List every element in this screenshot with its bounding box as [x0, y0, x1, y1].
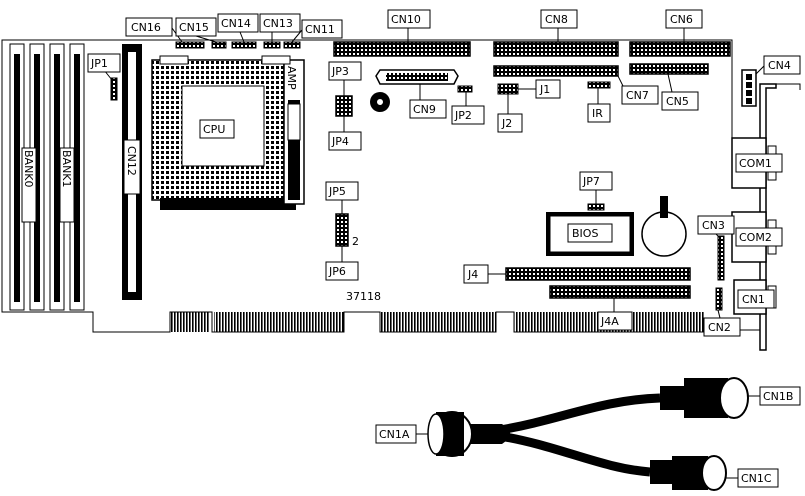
- com1-label: COM1: [739, 157, 772, 170]
- cn3-label: CN3: [702, 219, 725, 232]
- j4a-connector: [549, 285, 691, 299]
- amp-label: AMP: [285, 66, 298, 90]
- memory-bank-1: [49, 43, 85, 311]
- jp2-jumper: [457, 85, 473, 93]
- cn6-label: CN6: [670, 13, 693, 26]
- cn1a-label: CN1A: [379, 428, 410, 441]
- cpu-label: CPU: [203, 123, 225, 136]
- cn2-label: CN2: [708, 321, 731, 334]
- cn1c-label: CN1C: [741, 472, 772, 485]
- cn9-connector: [375, 69, 459, 85]
- jp5-jp6-jumper: [335, 213, 349, 247]
- jp1-jumper: [110, 77, 118, 101]
- j4-label: J4: [467, 268, 478, 281]
- jp3-label: JP3: [331, 65, 349, 78]
- part-number: 37118: [346, 290, 381, 303]
- cn14-label: CN14: [221, 17, 251, 30]
- j4a-label: J4A: [600, 315, 619, 328]
- j2-label: J2: [501, 117, 512, 130]
- cn8-connector: [493, 41, 619, 57]
- cn5-connector: [629, 63, 709, 75]
- cn16-header: [175, 41, 205, 49]
- jp5-pin-number: 2: [352, 235, 359, 248]
- cn13-header: [263, 41, 281, 49]
- cn7-connector: [493, 65, 619, 77]
- jp4-label: JP4: [331, 135, 349, 148]
- cn15-header: [211, 41, 227, 49]
- cn16-label: CN16: [131, 21, 161, 34]
- j1-j2-header: [497, 83, 519, 95]
- ir-header: [587, 81, 611, 89]
- cn11-header: [283, 41, 301, 49]
- cn8-label: CN8: [545, 13, 568, 26]
- cn2-header: [715, 287, 723, 311]
- jp3-jp4-jumper: [335, 95, 353, 117]
- cn6-connector: [629, 41, 731, 57]
- jp7-label: JP7: [582, 175, 600, 188]
- y-cable: [427, 377, 749, 491]
- ir-label: IR: [592, 107, 603, 120]
- battery: [641, 196, 687, 257]
- j1-label: J1: [539, 83, 550, 96]
- cn12-connector: [122, 44, 142, 300]
- bios-chip: [546, 212, 634, 256]
- cn1-label: CN1: [742, 293, 765, 306]
- j4-connector: [505, 267, 691, 281]
- cn14-header: [231, 41, 257, 49]
- jp7-jumper: [587, 203, 605, 211]
- cn7-label: CN7: [626, 89, 649, 102]
- cn4-connector: [741, 69, 757, 107]
- cn3-header: [717, 235, 725, 281]
- memory-bank-0: [9, 43, 45, 311]
- cn13-label: CN13: [263, 17, 293, 30]
- com2-label: COM2: [739, 231, 772, 244]
- cn9-label: CN9: [413, 103, 436, 116]
- cn11-label: CN11: [305, 23, 335, 36]
- cn12-label: CN12: [125, 146, 138, 176]
- jp6-label: JP6: [328, 265, 346, 278]
- cn15-label: CN15: [179, 21, 209, 34]
- jp1-label: JP1: [90, 57, 108, 70]
- cn4-label: CN4: [768, 59, 791, 72]
- jp2-label: JP2: [454, 109, 472, 122]
- bank1-label: BANK1: [60, 150, 73, 188]
- cn10-label: CN10: [391, 13, 421, 26]
- bios-label: BIOS: [572, 227, 598, 240]
- jp5-label: JP5: [328, 185, 346, 198]
- bank0-label: BANK0: [22, 150, 35, 188]
- cn10-connector: [333, 41, 471, 57]
- cn1b-label: CN1B: [763, 390, 793, 403]
- cn5-label: CN5: [666, 95, 689, 108]
